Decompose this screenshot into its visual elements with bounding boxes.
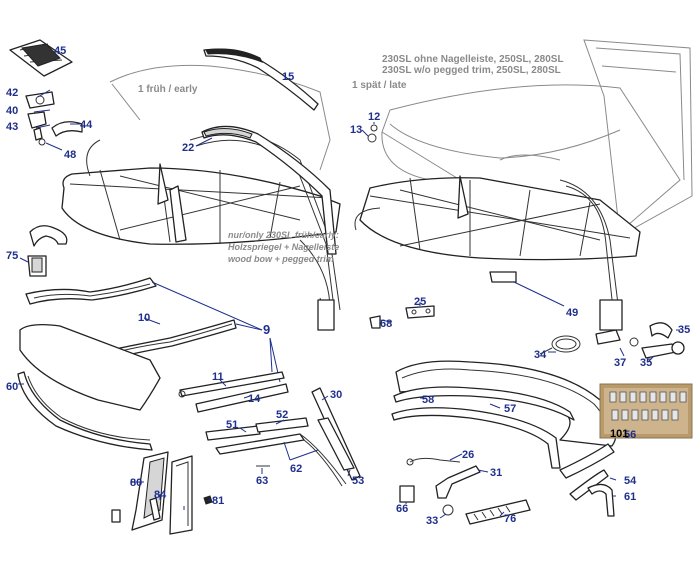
- late-top: [354, 39, 693, 331]
- seal-strips-9-10: [25, 277, 281, 383]
- parts-11-14: [178, 371, 289, 413]
- callout-62: 62: [290, 463, 302, 475]
- parts-34-35-37: [539, 322, 685, 363]
- callout-26: 26: [462, 449, 474, 461]
- parts-80-84-81-64: [111, 451, 213, 535]
- callout-66: 66: [396, 503, 408, 515]
- callout-31: 31: [490, 467, 502, 479]
- callout-22: 22: [182, 142, 194, 154]
- note-late-desc-1: 230SL ohne Nagelleiste, 250SL, 280SL: [382, 54, 564, 65]
- callout-35-b: 35: [640, 357, 652, 369]
- callout-37: 37: [614, 357, 626, 369]
- note-wood-3: wood bow + pegged trim: [228, 254, 334, 264]
- callout-63: 63: [256, 475, 268, 487]
- callout-9: 9: [263, 322, 270, 337]
- part-75-hinge: [19, 225, 68, 277]
- callout-68: 68: [380, 318, 392, 330]
- early-top-frame: [61, 64, 341, 331]
- bow-trim-15-22: [195, 48, 337, 255]
- callout-101: 101: [610, 428, 628, 440]
- callout-49: 49: [566, 307, 578, 319]
- callout-52: 52: [276, 409, 288, 421]
- rear-panel-60: [17, 324, 161, 451]
- part-12-13: [361, 122, 378, 143]
- part-45-pad: [9, 39, 73, 77]
- callout-30: 30: [330, 389, 342, 401]
- side-seals: [391, 360, 617, 517]
- callout-58: 58: [422, 394, 434, 406]
- callout-81: 81: [212, 495, 224, 507]
- note-wood-1: nur/only 230SL früh/early:: [228, 230, 339, 240]
- callout-12: 12: [368, 111, 380, 123]
- callout-75: 75: [6, 250, 18, 262]
- callout-34: 34: [534, 349, 547, 361]
- note-wood-2: Holzspriegel + Nagelleiste: [228, 242, 339, 252]
- parts-51-52-62: [205, 417, 347, 487]
- small-hardware: [369, 271, 565, 329]
- callout-10: 10: [138, 312, 150, 324]
- note-early: 1 früh / early: [138, 84, 198, 95]
- parts-26-31-76: [399, 453, 531, 525]
- callout-43: 43: [6, 121, 18, 133]
- callout-40: 40: [6, 105, 18, 117]
- part-101-photo: [599, 383, 693, 439]
- callout-51: 51: [226, 419, 238, 431]
- latch-hardware: [25, 89, 83, 151]
- callout-42: 42: [6, 87, 18, 99]
- callout-44: 44: [80, 119, 93, 131]
- callout-80: 80: [130, 477, 142, 489]
- callout-35-a: 35: [678, 324, 690, 336]
- callout-56: 56: [624, 429, 636, 441]
- callout-14: 14: [248, 393, 261, 405]
- callout-25: 25: [414, 296, 426, 308]
- callout-61: 61: [624, 491, 636, 503]
- callout-13: 13: [350, 124, 362, 136]
- callout-53: 53: [352, 475, 364, 487]
- callout-54: 54: [624, 475, 637, 487]
- callout-33: 33: [426, 515, 438, 527]
- parts-30-53: [311, 387, 361, 481]
- callout-57: 57: [504, 403, 516, 415]
- note-late: 1 spät / late: [352, 80, 407, 91]
- callout-45: 45: [54, 45, 66, 57]
- callout-15: 15: [282, 71, 294, 83]
- callout-76: 76: [504, 513, 516, 525]
- callout-84: 84: [154, 489, 167, 501]
- callout-48: 48: [64, 149, 76, 161]
- callout-11: 11: [212, 371, 224, 383]
- note-late-desc-2: 230SL w/o pegged trim, 250SL, 280SL: [382, 65, 561, 76]
- callout-60: 60: [6, 381, 18, 393]
